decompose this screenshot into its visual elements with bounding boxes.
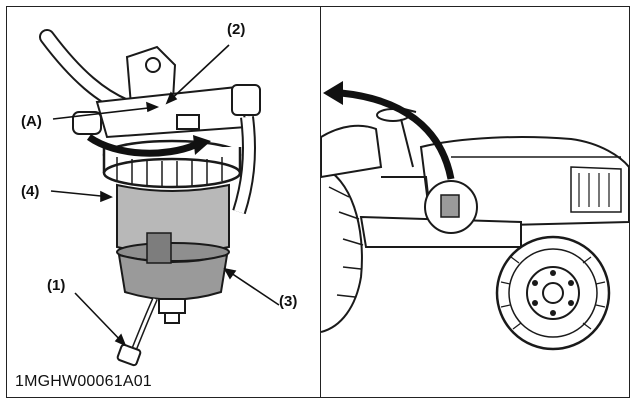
filter-cup [117, 253, 229, 301]
outlet-fitting [231, 84, 261, 116]
tractor-location-panel [320, 6, 630, 398]
callout-cup: (3) [279, 293, 298, 310]
fuel-filter-drawing [39, 29, 280, 367]
callout-rotate-direction: (A) [21, 113, 42, 130]
tractor-drawing [321, 81, 629, 351]
location-arrow [340, 89, 455, 180]
callout-retaining-ring: (2) [227, 21, 246, 38]
drain-plug-connector [116, 343, 142, 367]
callout-element: (4) [21, 183, 40, 200]
rear-wheel [321, 166, 363, 333]
inlet-fitting [72, 111, 102, 135]
fuel-filter-panel: (2) (A) (4) (3) (1) 1MGHW00061A01 [6, 6, 322, 398]
rotate-direction-arrow [86, 134, 197, 157]
callout-drain-plug: (1) [47, 277, 66, 294]
figure-id: 1MGHW00061A01 [15, 373, 152, 390]
